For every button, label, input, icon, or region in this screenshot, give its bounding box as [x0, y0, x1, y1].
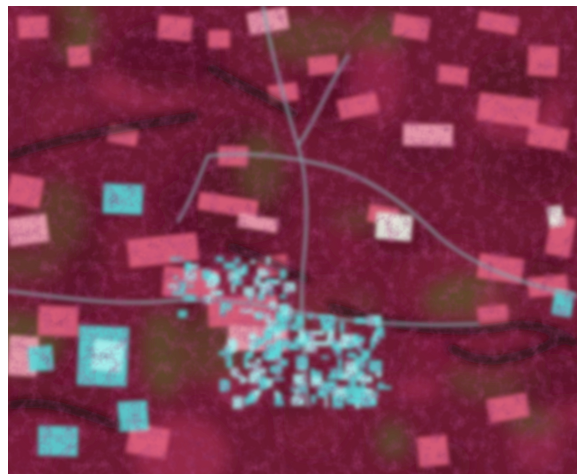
texture-overlay — [8, 6, 577, 474]
satellite-image — [8, 6, 577, 474]
satellite-scene — [8, 6, 577, 474]
